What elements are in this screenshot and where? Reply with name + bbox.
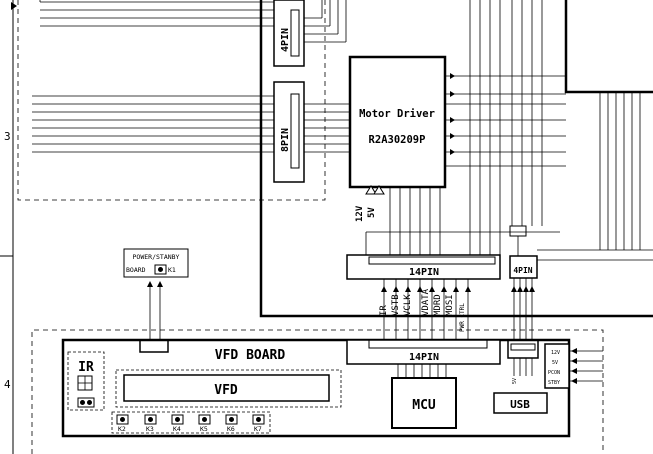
- v5-arrow-icon: [373, 185, 385, 195]
- mcu-chip: [391, 377, 457, 429]
- side-4pin-connector: [509, 255, 538, 279]
- v12-label: 12V: [355, 205, 365, 222]
- key-labels: K2 K3 K4 K5 K6 K7: [118, 425, 262, 433]
- zone-arrow-icon: [11, 2, 17, 10]
- power-pin-labels: 12V 5V PCON STBY: [548, 350, 560, 386]
- vfd-dashed-area: [115, 369, 342, 408]
- main-14pin-label: 14PIN: [409, 267, 439, 278]
- power-standby-board: [123, 248, 189, 278]
- lower-board-outline: [31, 329, 604, 454]
- top-4pin-contacts: [290, 9, 300, 57]
- k1-switch-dot: [158, 267, 163, 272]
- driver-arrow-icons: [450, 73, 455, 155]
- side-pin-label-5v: 5V: [512, 378, 518, 384]
- right-vertical-bus: [469, 0, 543, 226]
- top-bus-lines: [39, 0, 274, 27]
- key-label-k6: K6: [227, 425, 235, 433]
- ir-pin-dot: [80, 400, 85, 405]
- signal-label-vclk: VCLK: [403, 294, 413, 316]
- motor-driver-chip: [348, 55, 447, 189]
- signal-label-pwr-ctrl: PWR CTRL: [459, 303, 466, 332]
- motor-driver-title: Motor Driver: [359, 108, 435, 120]
- vfd-14pin-connector: [346, 339, 501, 365]
- left-8pin-contacts: [290, 93, 300, 169]
- side-4pin-label: 4PIN: [513, 266, 532, 275]
- ir-area: [67, 351, 105, 411]
- keys-area: [111, 411, 271, 434]
- k1-label: K1: [168, 266, 176, 274]
- driver-right-lines: [445, 75, 566, 167]
- power-pin-12v: 12V: [551, 350, 560, 356]
- vfd-display-label: VFD: [214, 383, 238, 398]
- power-pin-pcon: PCON: [548, 370, 560, 376]
- signal-labels: IR VSTB VCLK VDATA MDRD MOSI PWR CTRL: [379, 288, 466, 332]
- power-standby-arrow-icons: [147, 281, 163, 287]
- upper-right-chip-lines: [537, 92, 653, 261]
- power-pin-5v: 5V: [552, 360, 558, 366]
- top-4pin-label: 4PIN: [280, 28, 291, 52]
- upper-right-chip: [564, 0, 653, 94]
- signal-label-ir: IR: [379, 305, 389, 316]
- main-14pin-connector: [346, 254, 501, 280]
- key-label-k7: K7: [254, 425, 262, 433]
- row-label-3: 3: [4, 130, 11, 143]
- vfd-board-top-connector: [139, 339, 169, 353]
- vfd-14pin-label: 14PIN: [409, 352, 439, 363]
- motor-driver-part: R2A30209P: [369, 134, 426, 146]
- key-label-k5: K5: [200, 425, 208, 433]
- vfd-display: [123, 374, 330, 402]
- side-4pin-top: [509, 225, 527, 237]
- ir-label: IR: [78, 360, 94, 375]
- left-8pin-label: 8PIN: [280, 128, 291, 152]
- main-board-outline: [259, 0, 653, 318]
- power-standby-line2: BOARD: [126, 266, 146, 274]
- power-pin-arrow-icons: [571, 348, 577, 384]
- vfd-14pin-contacts: [368, 339, 488, 349]
- signal-label-mdrd: MDRD: [433, 294, 443, 316]
- vfd-board-title: VFD BOARD: [215, 348, 286, 363]
- key-switches: [116, 414, 265, 425]
- left-bus-lines: [32, 95, 274, 153]
- signal-label-mosi: MOSI: [445, 294, 455, 316]
- signal-arrow-icons: [381, 286, 535, 292]
- key-label-k3: K3: [146, 425, 154, 433]
- signal-label-vdata: VDATA: [421, 288, 431, 316]
- power-standby-wires: [149, 285, 161, 340]
- k1-switch: [154, 264, 167, 275]
- main-14pin-contacts: [368, 256, 496, 265]
- ir-pin-dot: [87, 400, 92, 405]
- mcu-pins: [397, 364, 447, 378]
- upper-board-outline: [17, 0, 326, 201]
- vfd-4pin-wires: [513, 358, 533, 376]
- key-label-k4: K4: [173, 425, 181, 433]
- usb-port: [493, 392, 548, 414]
- power-pin-wires: [569, 350, 603, 382]
- power-pin-block: [544, 343, 570, 389]
- key-label-k2: K2: [118, 425, 126, 433]
- connector-to-driver-lines: [304, 0, 350, 153]
- power-pin-stby: STBY: [548, 380, 560, 386]
- mcu-label: MCU: [412, 398, 436, 413]
- v5-label: 5V: [367, 207, 377, 218]
- power-standby-line1: POWER/STANBY: [133, 253, 180, 261]
- usb-label: USB: [510, 398, 530, 411]
- top-4pin-connector: [273, 0, 305, 67]
- ir-pins: [77, 397, 95, 408]
- row-label-4: 4: [4, 378, 11, 391]
- vfd-4pin-connector: [507, 339, 539, 359]
- driver-to-14pin-lines: [365, 187, 560, 255]
- vfd-4pin-contacts: [510, 343, 536, 351]
- v12-arrow-icon: [365, 185, 377, 195]
- signal-label-vstb: VSTB: [391, 294, 401, 316]
- left-8pin-connector: [273, 81, 305, 183]
